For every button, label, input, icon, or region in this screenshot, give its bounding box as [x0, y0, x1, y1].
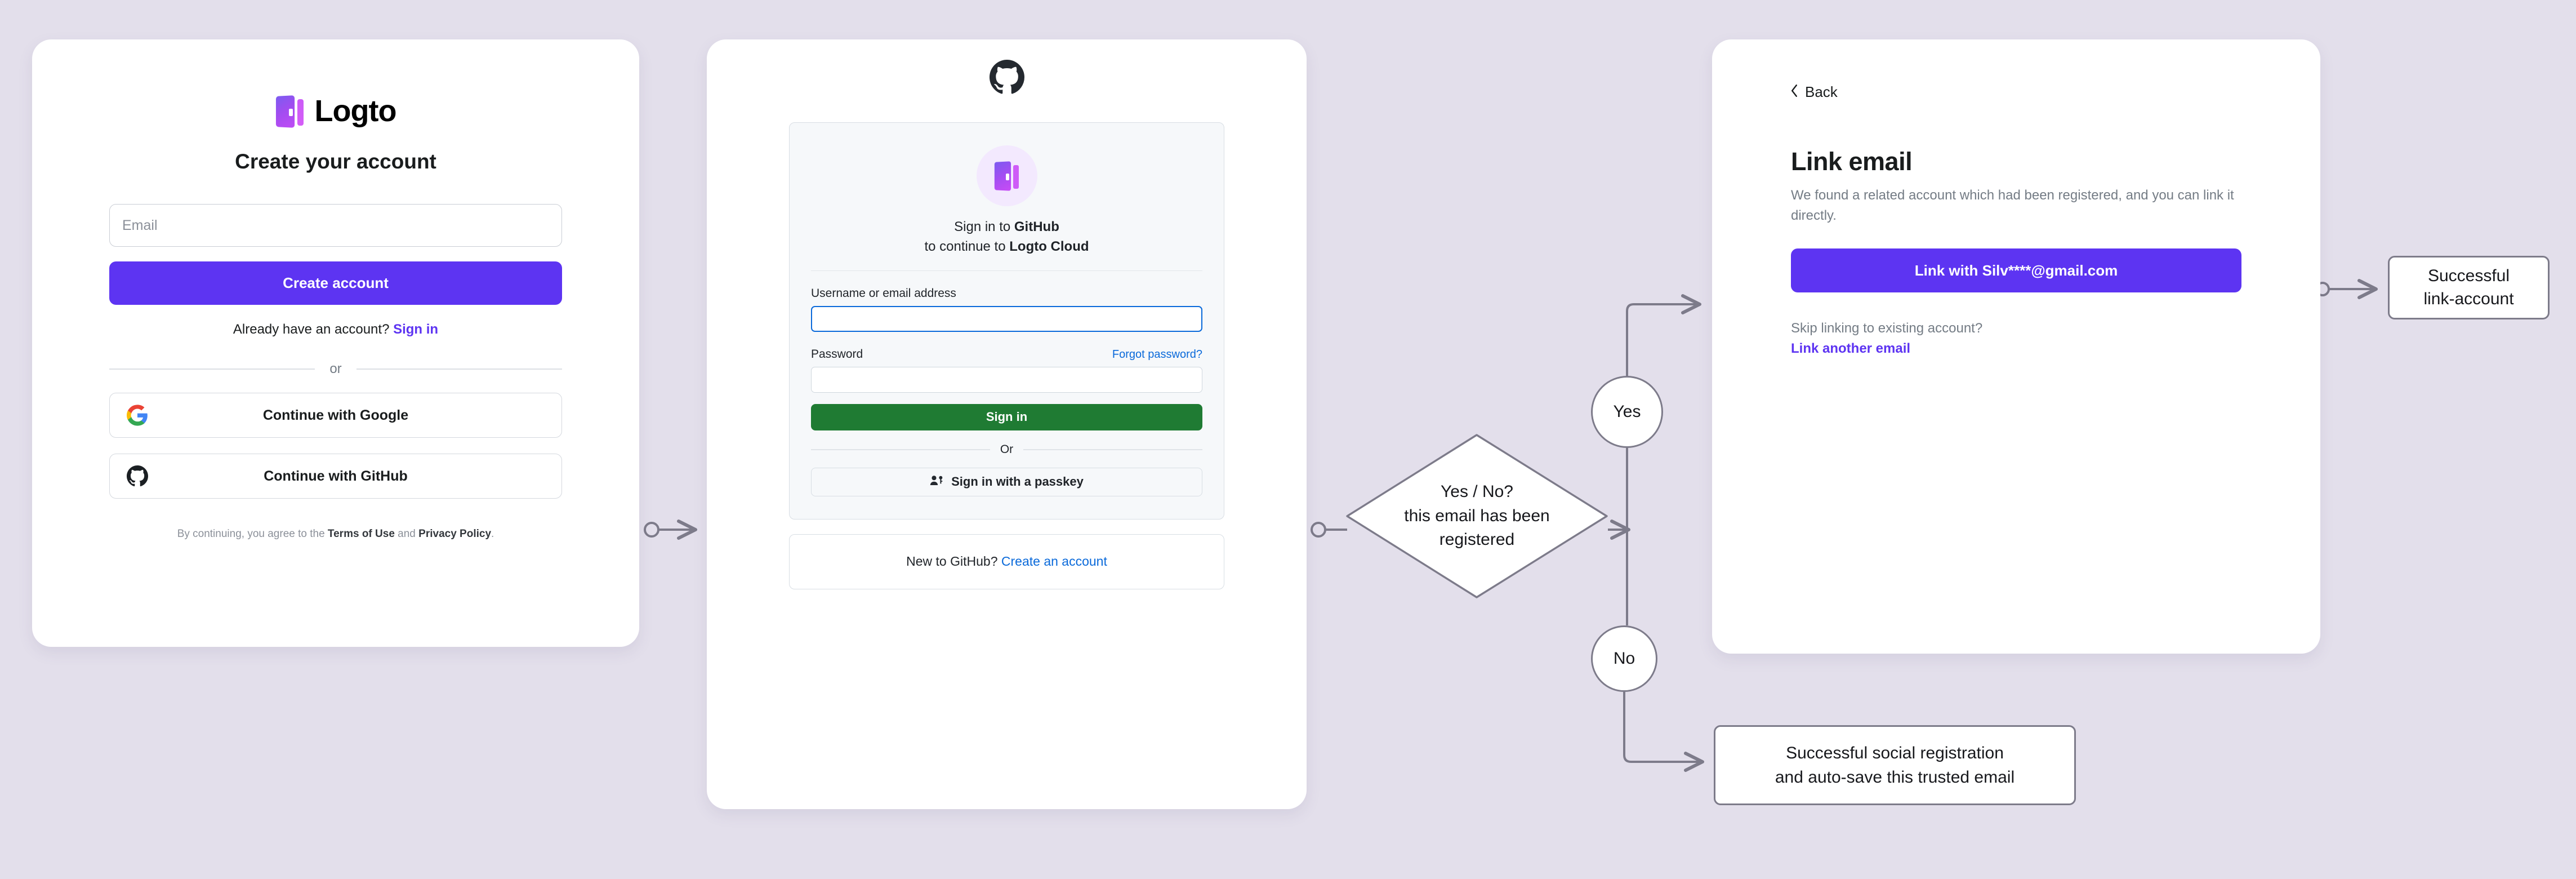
chevron-left-icon	[1791, 85, 1798, 100]
create-an-account-link[interactable]: Create an account	[1001, 554, 1107, 569]
continue-with-github-button[interactable]: Continue with GitHub	[109, 454, 562, 499]
outcome-link-line-2: link-account	[2423, 289, 2514, 308]
divider-rule-left	[109, 369, 315, 370]
decision-line-2: this email has been	[1404, 506, 1550, 525]
email-placeholder: Email	[122, 217, 158, 233]
github-icon	[989, 60, 1024, 97]
link-email-card: Back Link email We found a related accou…	[1712, 39, 2320, 654]
page-title: Link email	[1791, 147, 1913, 176]
outcome-successful-social-registration: Successful social registration and auto-…	[1714, 725, 2076, 805]
username-label: Username or email address	[811, 286, 956, 300]
divider-rule-right	[1023, 449, 1203, 450]
decision-label: Yes / No? this email has been registered	[1346, 434, 1608, 598]
or-divider: or	[109, 361, 562, 377]
form-divider	[811, 270, 1202, 271]
github-signin-form: Sign in to GitHub to continue to Logto C…	[789, 122, 1224, 520]
outcome-successful-link-account: Successful link-account	[2388, 256, 2550, 319]
outcome-social-line-2: and auto-save this trusted email	[1775, 768, 2015, 787]
github-logo	[707, 60, 1307, 97]
logto-create-account-card: Logto Create your account Email Create a…	[32, 39, 639, 647]
outcome-social-line-1: Successful social registration	[1786, 743, 2004, 762]
username-input[interactable]	[811, 305, 1202, 332]
create-account-button[interactable]: Create account	[109, 261, 562, 305]
github-icon	[127, 465, 148, 487]
logto-wordmark: Logto	[314, 94, 397, 128]
terms-of-use-link[interactable]: Terms of Use	[327, 528, 395, 540]
logto-logo: Logto	[109, 94, 562, 128]
back-button[interactable]: Back	[1791, 83, 2320, 101]
continue-with-github-label: Continue with GitHub	[264, 468, 408, 484]
signin-title-lead: Sign in to	[954, 219, 1014, 234]
password-row: Password Forgot password?	[811, 348, 1202, 361]
signin-subtitle-lead: to continue to	[924, 238, 1010, 254]
password-input[interactable]	[811, 366, 1202, 393]
page-description: We found a related account which had bee…	[1791, 188, 2234, 223]
divider-label: Or	[1000, 442, 1014, 456]
decision-line-1: Yes / No?	[1441, 482, 1513, 501]
skip-linking-prompt: Skip linking to existing account?	[1791, 321, 1983, 336]
decision-line-3: registered	[1439, 530, 1515, 549]
email-field[interactable]: Email	[109, 204, 562, 247]
signin-link[interactable]: Sign in	[393, 322, 439, 337]
signin-title-provider: GitHub	[1014, 219, 1059, 234]
signin-title: Sign in to GitHub to continue to Logto C…	[811, 217, 1202, 257]
decision-diamond: Yes / No? this email has been registered	[1346, 434, 1608, 598]
terms-lead: By continuing, you agree to the	[177, 528, 328, 540]
page-title: Create your account	[235, 150, 436, 173]
link-with-email-button[interactable]: Link with Silv****@gmail.com	[1791, 248, 2241, 292]
outcome-link-line-1: Successful	[2427, 267, 2510, 285]
password-label: Password	[811, 347, 863, 361]
passkey-label: Sign in with a passkey	[951, 474, 1084, 489]
github-signin-card: Sign in to GitHub to continue to Logto C…	[707, 39, 1307, 809]
logto-door-icon	[275, 95, 305, 128]
signin-prompt: Already have an account? Sign in	[109, 322, 562, 338]
continue-with-google-button[interactable]: Continue with Google	[109, 393, 562, 438]
terms-text: By continuing, you agree to the Terms of…	[109, 528, 562, 540]
signin-with-passkey-button[interactable]: Sign in with a passkey	[811, 467, 1202, 496]
terms-trail: .	[491, 528, 494, 540]
divider-rule-right	[356, 369, 562, 370]
continue-with-google-label: Continue with Google	[262, 407, 409, 423]
new-to-github-prompt: New to GitHub?	[906, 554, 998, 569]
link-another-email-link[interactable]: Link another email	[1791, 341, 1911, 356]
forgot-password-link[interactable]: Forgot password?	[1112, 348, 1202, 361]
google-icon	[127, 405, 148, 426]
person-key-icon	[930, 474, 943, 489]
avatar	[976, 145, 1037, 206]
new-to-github-box: New to GitHub? Create an account	[789, 534, 1224, 589]
signin-prompt-text: Already have an account?	[233, 322, 390, 337]
divider-rule-left	[811, 449, 990, 450]
privacy-policy-link[interactable]: Privacy Policy	[418, 528, 492, 540]
terms-middle: and	[394, 528, 419, 540]
branch-yes-node: Yes	[1591, 376, 1663, 448]
divider-label: or	[329, 361, 342, 376]
branch-no-node: No	[1591, 625, 1657, 692]
or-divider: Or	[811, 442, 1203, 456]
logto-door-icon	[994, 161, 1020, 191]
back-label: Back	[1805, 83, 1838, 100]
signin-button[interactable]: Sign in	[811, 403, 1202, 430]
signin-subtitle-app: Logto Cloud	[1009, 238, 1089, 254]
